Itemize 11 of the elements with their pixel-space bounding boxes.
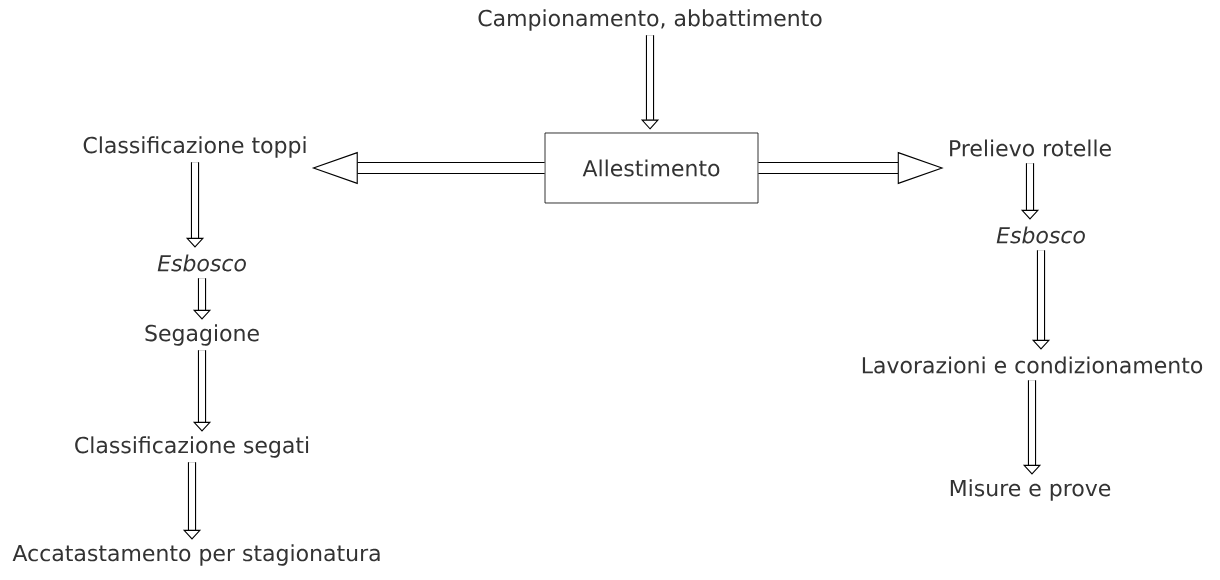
text-label: Misure e prove — [950, 479, 1111, 501]
text-label: Segagione — [145, 324, 259, 346]
text-label: Lavorazioni e condizionamento — [862, 356, 1203, 374]
text-label: Prelievo rotelle — [950, 139, 1111, 157]
text-label: Classificazione toppi — [83, 136, 306, 158]
text-label: Classificazione segati — [75, 436, 309, 458]
text-label: Accatastamento per stagionatura — [12, 544, 380, 566]
text-label: Esbosco — [996, 226, 1085, 244]
text-label: Esbosco — [157, 254, 246, 272]
text-label: Campionamento, abbattimento — [478, 9, 822, 31]
process-box: Allestimento — [544, 132, 759, 204]
